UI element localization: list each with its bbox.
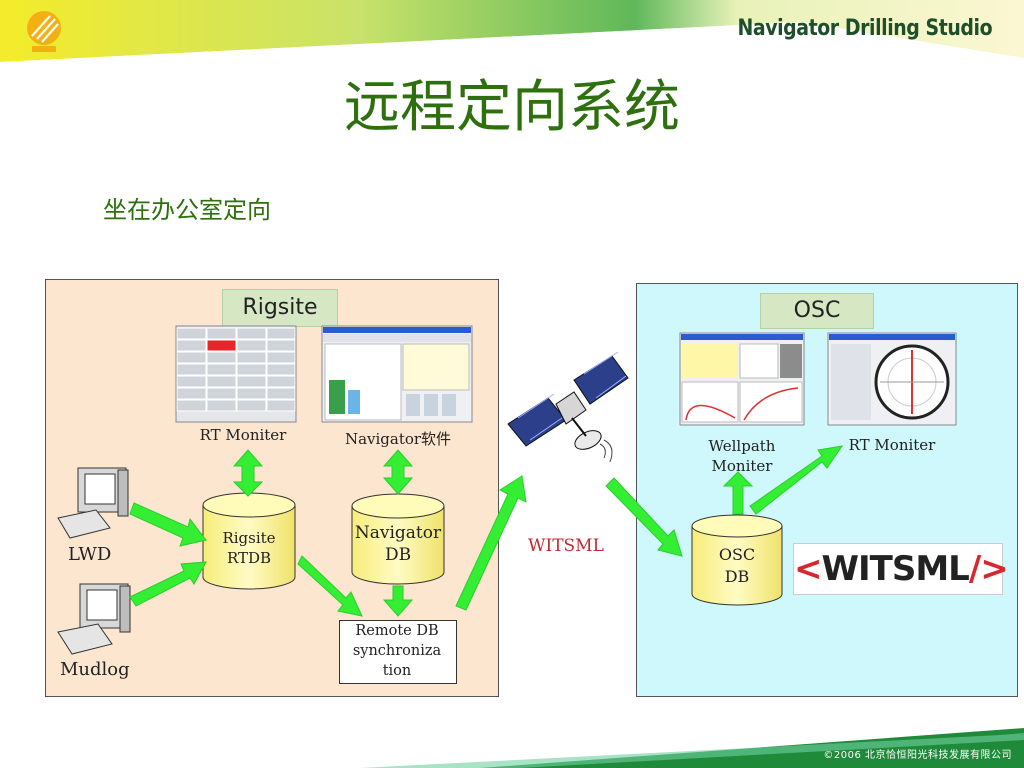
rt-moniter-screenshot: [175, 325, 297, 423]
mudlog-computer-icon: [57, 583, 131, 655]
wellpath-screenshot: [679, 332, 805, 426]
sync-line-2: synchroniza: [352, 643, 442, 659]
remote-db-sync-label: Remote DB synchroniza tion: [342, 621, 452, 681]
satellite-icon: [507, 351, 629, 463]
remote-db-sync-box: [339, 620, 457, 684]
rt-moniter-label: RT Moniter: [199, 426, 287, 444]
arrow-navdb-sync: [382, 585, 414, 617]
header-band: [0, 0, 1024, 70]
oscdb-line-1: OSC: [718, 545, 756, 564]
arrow-satellite-oscdb: [605, 477, 683, 557]
arrow-oscdb-rtmoniter: [749, 445, 844, 515]
mudlog-label: Mudlog: [60, 659, 130, 680]
arrow-rtmoniter-rtdb: [232, 449, 264, 497]
company-logo-icon: [27, 11, 61, 52]
arrow-navigator-navdb: [382, 449, 414, 495]
arrow-rtdb-sync: [297, 555, 363, 617]
navdb-line-1: Navigator: [354, 523, 442, 543]
sync-line-3: tion: [382, 663, 412, 679]
rigsite-label: Rigsite: [222, 289, 338, 327]
arrow-oscdb-wellpath: [722, 471, 754, 515]
navigator-db-label: Navigator DB: [352, 522, 444, 566]
osc-rt-moniter-label: RT Moniter: [848, 436, 936, 454]
footer-band: [360, 728, 1024, 768]
rigsite-rtdb-cylinder: [202, 492, 296, 590]
osc-rt-moniter-screenshot: [827, 332, 957, 426]
rtdb-label: Rigsite RTDB: [203, 528, 295, 568]
navigator-db-cylinder: [351, 493, 445, 585]
osc-db-label: OSC DB: [692, 544, 782, 588]
wellpath-line-1: Wellpath: [708, 437, 776, 455]
rtdb-line-1: Rigsite: [222, 529, 276, 547]
witsml-logo-close: />: [968, 549, 1009, 589]
page-subtitle: 坐在办公室定向: [103, 196, 271, 224]
brand-name: Navigator Drilling Studio: [737, 16, 992, 41]
witsml-link-label: WITSML: [528, 536, 604, 556]
arrow-mudlog-rtdb: [129, 561, 207, 607]
oscdb-line-2: DB: [724, 567, 750, 586]
sync-line-1: Remote DB: [355, 623, 439, 639]
navdb-line-2: DB: [384, 545, 412, 565]
witsml-logo-open: <: [794, 549, 822, 589]
footer-copyright: ©2006 北京恰恒阳光科技发展有限公司: [823, 750, 1012, 761]
osc-db-cylinder: [691, 514, 783, 606]
arrow-lwd-rtdb: [129, 502, 207, 547]
witsml-logo-word: WITSML: [821, 549, 970, 589]
flow-arrows: [129, 445, 844, 617]
page-title: 远程定向系统: [344, 75, 680, 140]
lwd-computer-icon: [57, 467, 129, 539]
osc-label: OSC: [760, 293, 874, 329]
wellpath-moniter-label: Wellpath Moniter: [694, 436, 790, 476]
rtdb-line-2: RTDB: [226, 549, 272, 567]
navigator-software-label: Navigator软件: [344, 430, 452, 448]
navigator-screenshot: [321, 325, 473, 423]
witsml-logo: <WITSML/>: [793, 543, 1009, 595]
wellpath-line-2: Moniter: [711, 457, 773, 475]
lwd-label: LWD: [68, 544, 112, 565]
arrow-sync-satellite: [455, 475, 527, 611]
